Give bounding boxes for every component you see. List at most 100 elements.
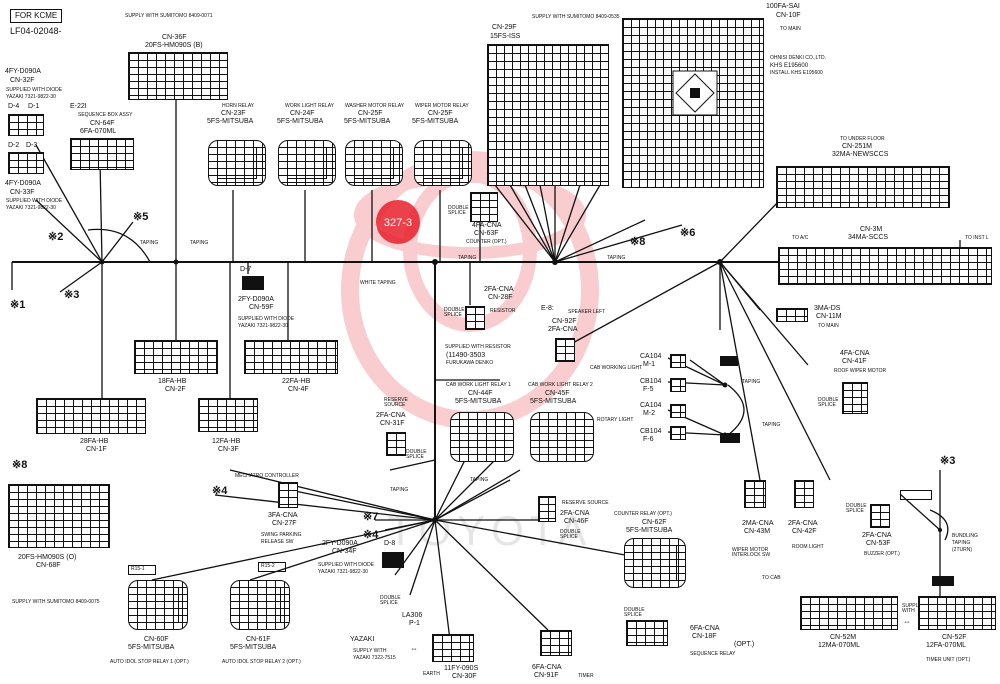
- cn68f-note: SUPPLY WITH SUMITOMO 8409-0075: [12, 599, 100, 605]
- cn32f-note2: YAZAKI 7321-9822-30: [6, 94, 56, 100]
- marker-4b: ※4: [363, 529, 379, 541]
- cn10f-main: TO MAIN: [780, 26, 801, 32]
- cn2f-id: CN-2F: [165, 386, 186, 393]
- ca104-f5: CB104: [640, 378, 662, 385]
- cn25f-b-relay: [414, 140, 472, 186]
- cn32f-part: 4FY-D090A: [5, 68, 41, 75]
- cn18f-connector: [626, 620, 668, 646]
- cn24f-title: WORK LIGHT RELAY: [285, 103, 334, 109]
- cn34f-id: CN-34F: [332, 548, 357, 555]
- cn43m-id: CN-43M: [744, 528, 771, 535]
- cn36f-connector: [128, 52, 228, 100]
- taping-5: TAPING: [742, 379, 761, 385]
- diode-d1: D-1: [28, 103, 40, 110]
- cn3f-connector: [198, 398, 258, 432]
- cn68f-id: CN-68F: [36, 562, 61, 569]
- cn45f-part: 5FS-MITSUBA: [530, 398, 577, 405]
- cn64f-connector: [70, 138, 134, 170]
- ca104-f6: CB104: [640, 428, 662, 435]
- cn36f-note: SUPPLY WITH SUMITOMO 8409-0071: [125, 13, 213, 19]
- cn60f-tag-box: R15-1: [128, 565, 156, 575]
- cn18f-opt: (OPT.): [734, 641, 755, 648]
- ca104-conn-3: [670, 404, 686, 418]
- cn41f-splice: DOUBLE SPLICE: [818, 397, 839, 408]
- cn2f-part: 18FA-HB: [158, 378, 187, 385]
- cn32f-note1: SUPPLIED WITH DIODE: [6, 87, 63, 93]
- cn52m-id: CN-52M: [830, 634, 857, 641]
- cn30f-note2: YAZAKI 7322-7515: [353, 655, 396, 661]
- cn24f-relay: [278, 140, 336, 186]
- doc-code: LF04-02048-: [10, 26, 62, 36]
- marker-8a: ※8: [630, 236, 646, 248]
- cn3m-toinst: TO INST L: [965, 235, 989, 241]
- cn27f-note1: SWING PARKING: [261, 532, 302, 538]
- watermark-badge-text: 327-3: [384, 217, 412, 229]
- cn46f-id: CN-46F: [564, 518, 589, 525]
- cn43m-tocab: TO CAB: [762, 575, 781, 581]
- cn34f-part: 2FY-D090A: [322, 540, 358, 547]
- cn60f-part: 5FS-MITSUBA: [128, 644, 175, 651]
- cn30f-title: YAZAKI: [350, 636, 375, 643]
- marker-4a: ※4: [212, 485, 228, 497]
- cn25f-b-id: CN-25F: [428, 110, 453, 117]
- cn61f-part: 5FS-MITSUBA: [230, 644, 277, 651]
- cn23f-relay: [208, 140, 266, 186]
- cn59f-part: 2FY-D090A: [238, 296, 274, 303]
- cn30f-arrow: ⇔: [410, 644, 418, 653]
- cn92f-connector: [555, 338, 575, 362]
- cn60f-id: CN-60F: [144, 636, 169, 643]
- cn10f-note2: KHS E195600: [770, 63, 809, 69]
- cn11m-id: CN-11M: [816, 313, 842, 320]
- watermark-badge: [376, 200, 420, 244]
- cn29f-part: 15FS-ISS: [490, 33, 521, 40]
- ca104-conn-1: [670, 354, 686, 368]
- cn25m-to: TO UNDER FLOOR: [840, 136, 885, 142]
- cn18f-splice: DOUBLE SPLICE: [624, 607, 645, 618]
- cn33f-id: CN-33F: [10, 189, 35, 196]
- diode-d3: D-3: [26, 142, 38, 149]
- cn30f-note1: SUPPLY WITH: [353, 648, 387, 654]
- cn52f-part: 12FA-070ML: [926, 642, 967, 649]
- marker-2: ※2: [48, 231, 64, 243]
- cn62f-part: 5FS-MITSUBA: [626, 527, 673, 534]
- cn53f-part: 2FA-CNA: [862, 532, 892, 539]
- cn31f-connector: [386, 432, 406, 456]
- cn2f-note2: YAZAKI 7321-9822-30: [238, 323, 288, 329]
- cn63f-note: COUNTER (OPT.): [466, 239, 507, 245]
- cn30f-part: 11FY-090S: [444, 665, 479, 672]
- cn53f-id: CN-53F: [866, 540, 891, 547]
- cn43m-part: 2MA-CNA: [742, 520, 774, 527]
- cn62f-relay: [624, 538, 686, 588]
- marker-7: ※7: [363, 511, 379, 523]
- pin-splice: DOUBLE SPLICE: [380, 595, 401, 606]
- resistor-note2: (11490-3503: [446, 352, 486, 359]
- cn42f-id: CN-42F: [792, 528, 817, 535]
- cn25f-b-title: WIPER MOTOR RELAY: [415, 103, 469, 109]
- cn33f-note1: SUPPLIED WITH DIODE: [6, 198, 63, 204]
- model-box: FOR KCME: [10, 9, 63, 23]
- cn2f-note1: SUPPLIED WITH DIODE: [238, 316, 295, 322]
- cn25m-connector: [776, 166, 950, 208]
- cn53f-splice: DOUBLE SPLICE: [846, 503, 867, 514]
- taping-6: TAPING: [762, 422, 781, 428]
- cn25f-a-part: 5FS-MITSUBA: [344, 118, 391, 125]
- cn25m-id: CN-251M: [842, 143, 872, 150]
- cn25f-a-relay: [345, 140, 403, 186]
- cn53f-connector: [870, 504, 890, 528]
- cn36f-id: CN-36F: [162, 34, 187, 41]
- cn36f-part: 20FS-HM090S (B): [145, 42, 203, 49]
- marker-3: ※3: [64, 289, 80, 301]
- cn1f-connector: [36, 398, 146, 434]
- cn18f-part: 6FA-CNA: [690, 625, 720, 632]
- cn33f-note2: YAZAKI 7321-9822-30: [6, 205, 56, 211]
- taping-4: TAPING: [607, 255, 626, 261]
- cn3m-toac: TO A/C: [792, 235, 809, 241]
- cn3f-id: CN-3F: [218, 446, 239, 453]
- cn29f-note: SUPPLY WITH SUMITOMO 8409-0535: [532, 14, 620, 20]
- cn42f-connector: [794, 480, 814, 508]
- cn28f-res: RESISTOR: [490, 308, 516, 314]
- cn31f-reserve: RESERVE SOURCE: [384, 397, 408, 408]
- cn10f-id: CN-10F: [776, 12, 801, 19]
- cn46f-connector: [538, 496, 556, 522]
- cn53f-buzzer-tag: [900, 490, 932, 500]
